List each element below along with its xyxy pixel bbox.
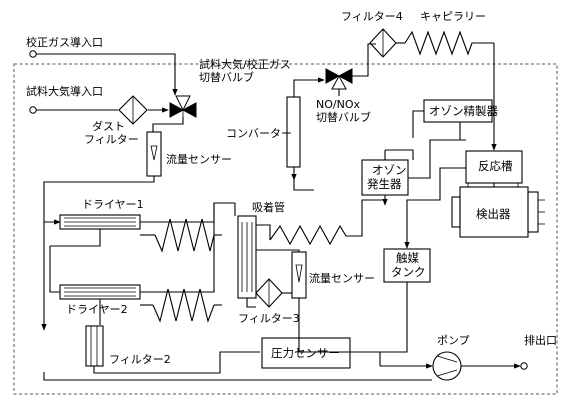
filter-2-icon <box>85 325 104 367</box>
sample-air-inlet-label: 試料大気導入口 <box>26 84 103 98</box>
exhaust-port <box>520 362 528 370</box>
analyzer-enclosure <box>13 63 558 395</box>
capillary-coil-icon <box>404 30 494 56</box>
no-nox-valve-label-1: NO/NOx <box>316 98 360 111</box>
dryer-2-icon <box>59 284 141 300</box>
pump-label: ポンプ <box>437 334 470 347</box>
filter-2-label: フィルター2 <box>109 353 171 366</box>
calib-gas-inlet-port <box>29 50 37 58</box>
no-nox-switch-valve-icon <box>325 68 353 90</box>
detector-label: 検出器 <box>476 207 511 221</box>
pressure-sensor-label: 圧力センサー <box>271 346 340 360</box>
filter-3-icon <box>255 278 283 308</box>
catalyst-tank-label-2: タンク <box>391 265 426 279</box>
dust-filter-label-1: ダスト <box>92 119 125 133</box>
dryer-2-label: ドライヤー2 <box>66 303 128 316</box>
filter-4-icon <box>369 28 397 58</box>
flow-sensor-1-label: 流量センサー <box>166 152 232 166</box>
ozone-generator-label-2: 発生器 <box>367 177 402 191</box>
flow-sensor-2-icon <box>291 251 307 299</box>
calib-gas-inlet-label: 校正ガス導入口 <box>26 35 103 49</box>
dryer-1-coil-icon <box>154 218 215 253</box>
reaction-chamber-label: 反応槽 <box>478 159 513 173</box>
capillary-label: キャピラリー <box>420 10 486 23</box>
filter-4-label: フィルター4 <box>341 10 403 23</box>
dust-filter-label-2: フィルター <box>84 133 139 146</box>
filter-3-label: フィルター3 <box>238 312 300 325</box>
sample-air-inlet-port <box>29 106 37 114</box>
dryer-1-label: ドライヤー1 <box>82 198 144 211</box>
ozone-purifier-label: オゾン精製器 <box>429 104 498 118</box>
detector-icon <box>451 182 545 238</box>
no-nox-valve-label-2: 切替バルブ <box>316 110 371 124</box>
pump-icon <box>432 351 462 381</box>
dryer-1-icon <box>59 214 141 230</box>
converter-label: コンバーター <box>226 127 292 140</box>
flow-sensor-2-label: 流量センサー <box>309 271 375 285</box>
switch-valve-label-2: 切替バルブ <box>199 70 254 84</box>
catalyst-tank-label-1: 触媒 <box>396 251 419 265</box>
sample-calib-switch-valve-icon <box>169 95 197 122</box>
dust-filter-icon <box>118 95 148 125</box>
pressure-sensor-box <box>261 337 351 369</box>
ozone-generator-label-1: オゾン <box>372 163 407 177</box>
exhaust-label: 排出口 <box>524 333 557 347</box>
flow-sensor-1-icon <box>146 131 162 177</box>
adsorption-tube-label: 吸着管 <box>252 200 285 214</box>
adsorption-tube-icon <box>237 215 257 299</box>
dryer-2-coil-icon <box>152 288 215 323</box>
adsorption-coil-icon <box>269 199 385 246</box>
switch-valve-label-1: 試料大気/校正ガス <box>199 57 291 71</box>
